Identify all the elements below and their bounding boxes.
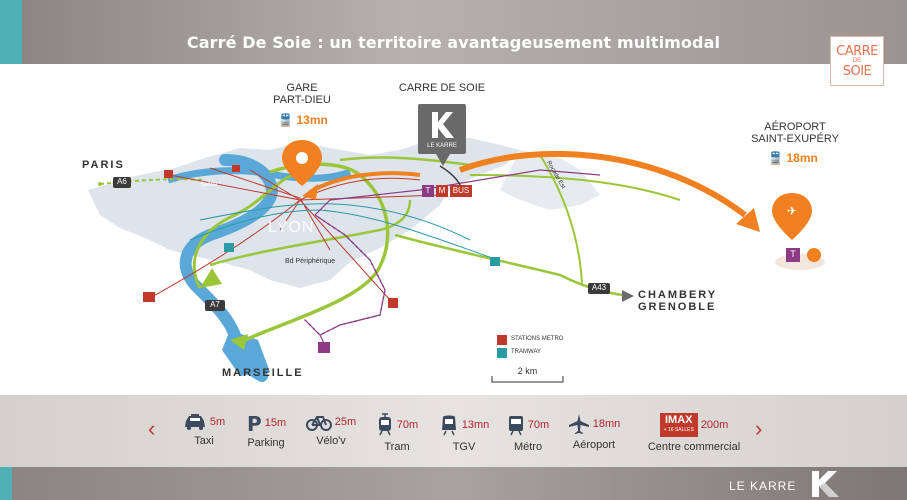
a6-label: A6	[117, 177, 127, 186]
a43-label: A43	[591, 283, 607, 292]
header-accent	[0, 0, 22, 64]
a43-arrowhead	[622, 290, 634, 302]
badge-t-south	[318, 342, 330, 353]
map: ✈	[88, 104, 825, 383]
green-arrowhead-south	[230, 334, 248, 350]
orange-arrow-to-gare	[309, 171, 421, 194]
green-to-airport	[469, 174, 681, 201]
svg-text:P: P	[247, 413, 262, 433]
green-route-2	[244, 162, 390, 342]
marseille-label: MARSEILLE	[222, 367, 304, 379]
a6-road	[99, 178, 206, 185]
prev-arrow[interactable]: ‹	[148, 416, 156, 441]
chambery-label: CHAMBERY	[638, 289, 718, 301]
badge-m-west	[143, 292, 155, 302]
bd-peripherique	[209, 199, 412, 267]
purple-line-2	[304, 214, 386, 336]
badge-m-carre	[436, 185, 448, 197]
modes-bar	[0, 395, 907, 467]
header-bar: Carré De Soie : un territoire avantageus…	[0, 0, 907, 64]
green-top	[339, 156, 471, 167]
train-icon: 🚆	[278, 113, 294, 127]
legend-tram-swatch	[497, 348, 507, 358]
orange-arrowhead-gare	[302, 184, 318, 200]
purple-top	[314, 169, 601, 216]
aeroport-time: 🚆 18mn	[768, 151, 818, 165]
tgv-icon	[441, 415, 456, 436]
mode-taxi: 5m Taxi	[172, 413, 236, 447]
train-icon: 🚆	[768, 151, 784, 165]
green-arrowhead-west	[200, 268, 222, 288]
badge-t-west	[224, 243, 234, 252]
a7-shield	[205, 300, 225, 311]
urban-area-2	[500, 150, 600, 210]
carre-marker	[418, 104, 466, 193]
tram-circle-airport	[807, 248, 821, 262]
rocade-est	[539, 154, 583, 286]
page-title: Carré De Soie : un territoire avantageus…	[186, 33, 721, 52]
aeroport-label: AÉROPORT SAINT-EXUPÉRY	[751, 121, 839, 145]
carre-title: CARRE DE SOIE	[398, 82, 486, 94]
badge-bus-text: BUS	[452, 186, 470, 195]
paris-label: PARIS	[82, 159, 125, 171]
mode-tram: 70m Tram	[366, 413, 428, 453]
mode-metro: 70m Métro	[496, 413, 560, 453]
metro-icon	[508, 416, 523, 436]
mode-centre-commercial: IMAX + 16 SALLES 200m Centre commercial	[647, 413, 741, 453]
legend-tram-label: TRAMWAY	[511, 349, 541, 355]
orange-arrowhead-airport	[736, 208, 760, 232]
airport-pin: ✈	[772, 193, 812, 240]
badge-m-north2	[232, 165, 240, 172]
footer-bar: LE KARRE	[0, 467, 907, 500]
mode-aeroport: 18mn Aéroport	[562, 413, 626, 451]
legend-metro-swatch	[497, 335, 507, 345]
mode-velov: 25m Vélo'v	[298, 413, 364, 447]
scale-bar	[491, 376, 564, 383]
badge-t-east	[490, 257, 500, 266]
legend-metro-label: STATIONS METRO	[511, 336, 564, 342]
imax-icon: IMAX + 16 SALLES	[659, 413, 698, 437]
tram-icon	[378, 413, 391, 436]
badge-t-airport	[786, 248, 800, 262]
next-arrow[interactable]: ›	[755, 416, 763, 441]
le-karre-logo	[812, 471, 839, 497]
badge-m-south	[388, 298, 398, 308]
gare-label: GARE PART-DIEU	[273, 82, 331, 106]
gare-pin	[282, 140, 322, 186]
lyon-label: LYON	[268, 219, 315, 236]
paris-dot	[98, 182, 102, 186]
carre-de-soie-logo: CARRE DE SOIE	[830, 36, 884, 86]
a7-label: A7	[210, 300, 220, 309]
taxi-icon	[184, 414, 205, 430]
parking-icon: P	[247, 413, 262, 433]
orange-arrow-to-airport	[458, 150, 747, 218]
gare-time: 🚆 13mn	[278, 113, 328, 127]
svg-text:✈: ✈	[787, 204, 797, 218]
a43-shield	[588, 283, 610, 294]
footer-label: LE KARRE	[729, 479, 797, 493]
bd-label: Bd Périphérique	[285, 258, 336, 265]
scale-label: 2 km	[517, 366, 538, 376]
badge-bus-carre	[450, 185, 472, 197]
a6-shield	[113, 177, 131, 188]
badge-m-north1	[164, 170, 173, 178]
grenoble-label: GRENOBLE	[638, 301, 717, 313]
footer-accent	[0, 467, 12, 500]
mode-tgv: 13mn TGV	[432, 413, 496, 453]
badge-t-carre	[422, 185, 434, 197]
bike-icon	[305, 416, 332, 431]
airport-badge-text: T	[790, 249, 796, 259]
badge-t-text: T	[425, 186, 431, 195]
carre-marker-label: LE KARRE	[427, 143, 457, 149]
green-route-1	[192, 170, 301, 289]
saone-label: Saône	[200, 182, 218, 188]
plane-icon	[568, 414, 589, 434]
red-lines	[149, 167, 441, 301]
badge-m-text: M	[438, 186, 446, 195]
